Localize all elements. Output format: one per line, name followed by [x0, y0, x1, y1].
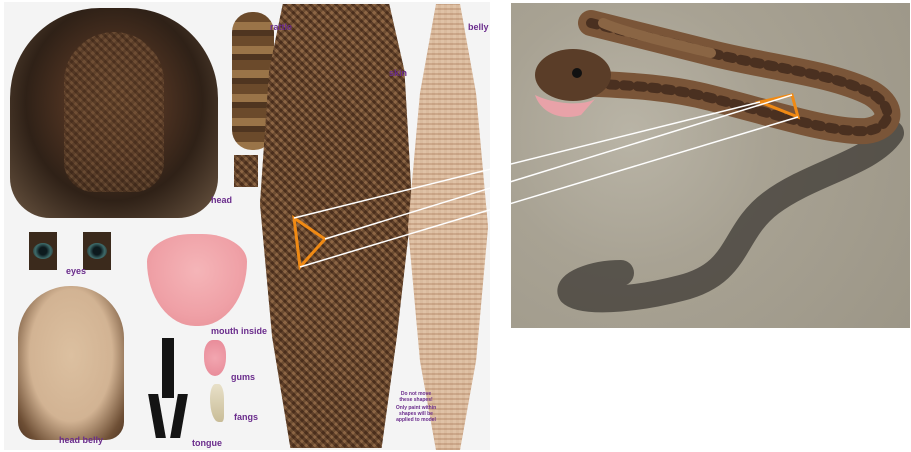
highlight-triangle-texture: [294, 218, 325, 267]
connector-line-3: [300, 117, 798, 267]
connector-line-1: [294, 102, 760, 218]
connector-line-2: [325, 95, 792, 239]
